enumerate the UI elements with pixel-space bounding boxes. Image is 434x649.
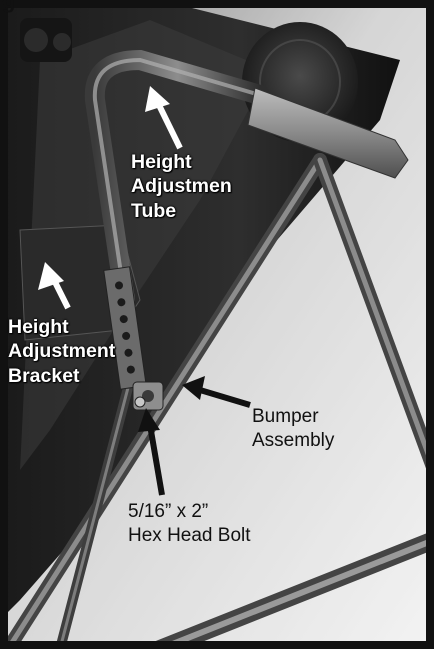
- label-line: Bumper: [252, 406, 319, 427]
- label-line: Hex Head Bolt: [128, 524, 251, 546]
- label-height-adjustment-bracket: Height Adjustment Bracket: [8, 315, 115, 388]
- label-line: Tube: [131, 199, 177, 222]
- label-line: Assembly: [252, 429, 335, 451]
- handle-grip: [247, 87, 409, 179]
- label-line: Adjustmen: [131, 175, 232, 198]
- label-line: Height: [8, 316, 69, 338]
- arrow-bumper: [182, 376, 251, 408]
- label-line: 5/16” x 2”: [128, 501, 209, 522]
- hex-bolt: [134, 396, 146, 408]
- label-line: Adjustment: [8, 340, 116, 363]
- arrow-tube: [145, 86, 183, 150]
- label-bumper-assembly: Bumper Assembly: [252, 405, 334, 453]
- cropped-heading: g: [2, 0, 16, 13]
- label-line: Bracket: [8, 364, 80, 387]
- arrow-bolt: [138, 408, 165, 496]
- label-height-adjustment-tube: Height Adjustmen Tube: [131, 150, 232, 223]
- label-hex-head-bolt: 5/16” x 2” Hex Head Bolt: [128, 500, 251, 548]
- label-line: Height: [131, 151, 192, 173]
- arrow-bracket: [38, 262, 71, 310]
